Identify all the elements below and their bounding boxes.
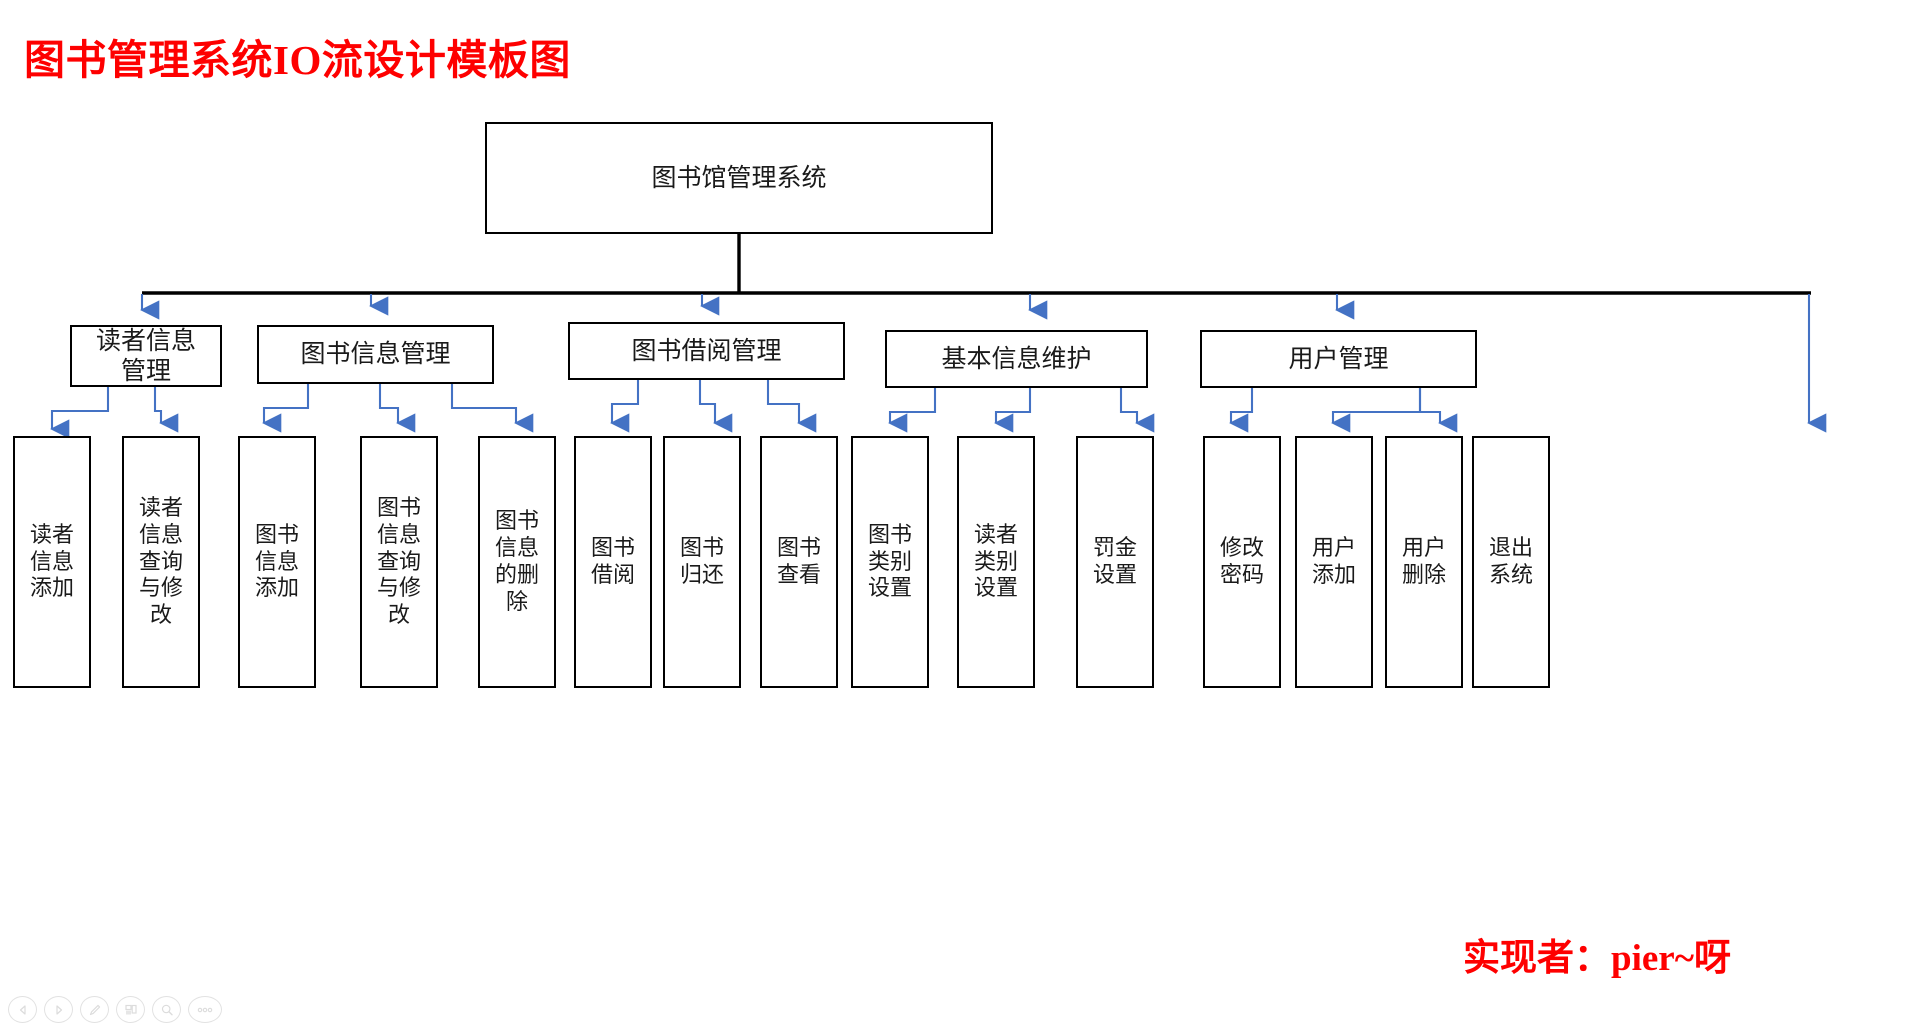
node-label: 图书 信息 查询 与修 改 (376, 494, 421, 628)
node-label: 图书信息管理 (300, 340, 451, 369)
node-label: 修改 密码 (1219, 535, 1264, 587)
node-label: 图书借阅管理 (631, 336, 782, 365)
node-label: 图书 查看 (776, 535, 821, 587)
node-change-password[interactable]: 修改 密码 (1203, 436, 1281, 688)
next-arrow-icon[interactable] (44, 996, 73, 1023)
node-book-info-query-modify[interactable]: 图书 信息 查询 与修 改 (360, 436, 438, 688)
node-book-info-add[interactable]: 图书 信息 添加 (238, 436, 316, 688)
root-trunk (142, 234, 1811, 295)
bottom-toolbar (8, 996, 222, 1023)
search-zoom-icon[interactable] (152, 996, 181, 1023)
group3-connectors (610, 380, 817, 433)
group2-connectors (262, 384, 534, 433)
node-label: 图书 借阅 (590, 535, 635, 587)
node-user-management[interactable]: 用户管理 (1200, 330, 1477, 388)
node-book-info-delete[interactable]: 图书 信息 的删 除 (478, 436, 556, 688)
node-label: 读者 信息 添加 (29, 521, 74, 601)
node-label: 图书 信息 添加 (254, 521, 299, 601)
author-credit: 实现者：pier~呀 (1463, 938, 1731, 979)
node-reader-category-setting[interactable]: 读者 类别 设置 (957, 436, 1035, 688)
pen-edit-icon[interactable] (80, 996, 109, 1023)
group4-connectors (888, 388, 1155, 433)
node-label: 图书 信息 的删 除 (494, 508, 539, 614)
node-label: 基本信息维护 (941, 344, 1092, 373)
node-label: 图书 类别 设置 (867, 521, 912, 601)
node-label: 用户 删除 (1401, 535, 1446, 587)
node-book-info-management[interactable]: 图书信息管理 (257, 325, 494, 384)
node-exit-system[interactable]: 退出 系统 (1472, 436, 1550, 688)
node-reader-info-add[interactable]: 读者 信息 添加 (13, 436, 91, 688)
layout-grid-icon[interactable] (116, 996, 145, 1023)
node-reader-info-query-modify[interactable]: 读者 信息 查询 与修 改 (122, 436, 200, 688)
node-label: 读者 信息 查询 与修 改 (138, 494, 183, 628)
node-user-delete[interactable]: 用户 删除 (1385, 436, 1463, 688)
page-title: 图书管理系统IO流设计模板图 (24, 37, 571, 83)
node-book-borrow[interactable]: 图书 借阅 (574, 436, 652, 688)
node-fine-setting[interactable]: 罚金 设置 (1076, 436, 1154, 688)
node-reader-info-management[interactable]: 读者信息 管理 (70, 325, 222, 387)
node-book-return[interactable]: 图书 归还 (663, 436, 741, 688)
node-book-borrow-management[interactable]: 图书借阅管理 (568, 322, 845, 380)
node-label: 用户管理 (1288, 344, 1389, 373)
node-label: 退出 系统 (1488, 535, 1533, 587)
more-ellipsis-icon[interactable] (188, 996, 222, 1023)
node-label: 罚金 设置 (1092, 535, 1137, 587)
node-label: 用户 添加 (1311, 535, 1356, 587)
group5-connectors (1229, 388, 1458, 433)
node-label: 读者信息 管理 (95, 326, 196, 386)
node-book-category-setting[interactable]: 图书 类别 设置 (851, 436, 929, 688)
node-root-label: 图书馆管理系统 (651, 163, 827, 192)
node-user-add[interactable]: 用户 添加 (1295, 436, 1373, 688)
node-label: 读者 类别 设置 (973, 521, 1018, 601)
node-book-view[interactable]: 图书 查看 (760, 436, 838, 688)
group1-connectors (50, 387, 179, 439)
node-label: 图书 归还 (679, 535, 724, 587)
node-basic-info-maintenance[interactable]: 基本信息维护 (885, 330, 1148, 388)
previous-arrow-icon[interactable] (8, 996, 37, 1023)
level2-connectors (140, 294, 1355, 320)
node-root[interactable]: 图书馆管理系统 (485, 122, 993, 234)
